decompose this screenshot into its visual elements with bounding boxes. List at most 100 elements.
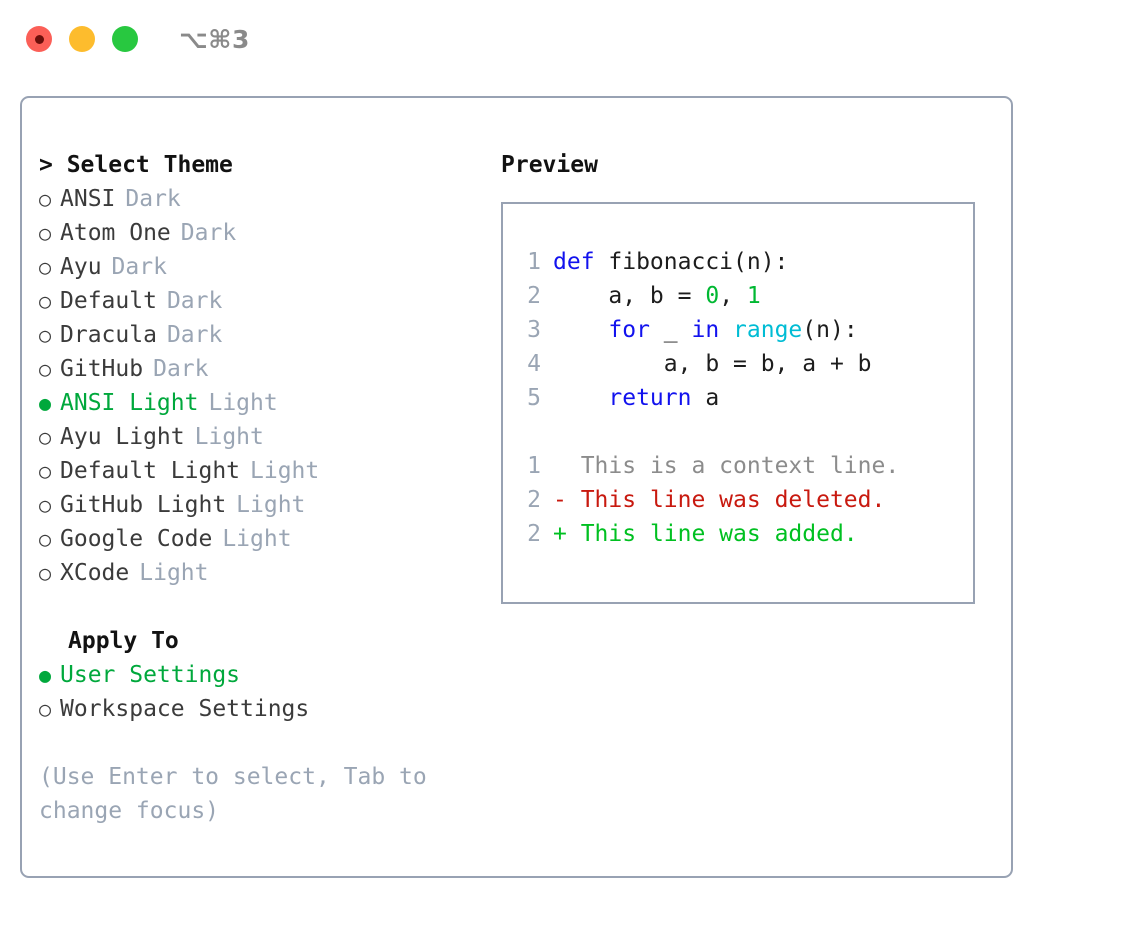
theme-variant: Light [250, 458, 320, 484]
apply-to-label: Workspace Settings [60, 696, 310, 722]
theme-name: Default Light [60, 458, 241, 484]
preview-code-box: 1 def fibonacci(n): 2 a, b = 0, 1 3 for … [501, 202, 975, 604]
content-panel: > Select Theme ○ ANSI Dark ○ Atom One Da… [20, 96, 1013, 878]
preview-heading: Preview [501, 152, 598, 178]
diff-text: This line was deleted. [580, 487, 886, 513]
window-titlebar: ⌥⌘3 [0, 0, 1140, 78]
theme-name: Ayu [60, 254, 102, 280]
select-theme-heading: > Select Theme [39, 152, 233, 178]
code-content: a, b = b, a + b [553, 347, 872, 381]
code-line: 1 def fibonacci(n): [515, 245, 967, 279]
radio-unselected-icon: ○ [39, 221, 52, 245]
list-item[interactable]: ○ GitHub Dark [39, 352, 489, 386]
theme-list: ○ ANSI Dark ○ Atom One Dark ○ Ayu Dark [39, 182, 489, 590]
list-item[interactable]: ○ Ayu Dark [39, 250, 489, 284]
close-button[interactable] [26, 26, 52, 52]
apply-to-heading: Apply To [68, 628, 179, 654]
token-keyword: return [608, 385, 692, 411]
recording-indicator-icon [34, 34, 44, 44]
token-plain: , [719, 283, 747, 309]
diff-line-added: 2 + This line was added. [515, 517, 967, 551]
code-line: 3 for _ in range(n): [515, 313, 967, 347]
code-line: 5 return a [515, 381, 967, 415]
list-item[interactable]: ○ Google Code Light [39, 522, 489, 556]
radio-unselected-icon: ○ [39, 459, 52, 483]
theme-variant: Dark [125, 186, 181, 212]
theme-name: ANSI [60, 186, 116, 212]
apply-to-item-user-settings[interactable]: ● User Settings [39, 658, 489, 692]
theme-variant: Light [194, 424, 264, 450]
diff-marker: - [553, 487, 581, 513]
theme-name: Google Code [60, 526, 213, 552]
list-item[interactable]: ○ Ayu Light Light [39, 420, 489, 454]
radio-unselected-icon: ○ [39, 527, 52, 551]
apply-to-list: ● User Settings ○ Workspace Settings [39, 658, 489, 726]
list-item[interactable]: ○ ANSI Dark [39, 182, 489, 216]
token-keyword: for [608, 317, 650, 343]
theme-variant: Dark [166, 288, 223, 314]
diff-text: This is a context line. [580, 453, 900, 479]
radio-selected-icon: ● [39, 391, 52, 415]
list-item[interactable]: ○ XCode Light [39, 556, 489, 590]
token-plain: _ [649, 317, 692, 343]
token-plain [553, 317, 608, 343]
radio-unselected-icon: ○ [39, 289, 52, 313]
token-plain [553, 385, 608, 411]
preview-column: Preview 1 def fibonacci(n): 2 a, b = 0, … [501, 148, 1001, 604]
theme-variant: Dark [166, 322, 223, 348]
token-plain: fibonacci(n): [594, 249, 789, 275]
window-controls [26, 26, 138, 52]
line-number: 4 [527, 351, 541, 377]
code-content: return a [553, 381, 719, 415]
radio-selected-icon: ● [39, 663, 52, 687]
list-item[interactable]: ○ Default Dark [39, 284, 489, 318]
radio-unselected-icon: ○ [39, 255, 52, 279]
code-line: 4 a, b = b, a + b [515, 347, 967, 381]
token-function: range [733, 317, 803, 343]
theme-picker-column: > Select Theme ○ ANSI Dark ○ Atom One Da… [39, 148, 489, 828]
theme-name: GitHub [60, 356, 144, 382]
radio-unselected-icon: ○ [39, 697, 52, 721]
token-plain: (n): [802, 317, 858, 343]
theme-variant: Dark [111, 254, 167, 280]
list-spacer [39, 590, 489, 624]
theme-variant: Dark [153, 356, 209, 382]
list-item[interactable]: ○ Atom One Dark [39, 216, 489, 250]
list-item[interactable]: ○ Dracula Dark [39, 318, 489, 352]
code-blank-line [515, 415, 967, 449]
code-content: a, b = 0, 1 [553, 279, 761, 313]
radio-unselected-icon: ○ [39, 425, 52, 449]
list-item[interactable]: ○ GitHub Light Light [39, 488, 489, 522]
theme-variant: Light [236, 492, 306, 518]
token-number: 1 [746, 283, 761, 309]
radio-unselected-icon: ○ [39, 493, 52, 517]
theme-variant: Dark [180, 220, 237, 246]
line-number: 2 [527, 521, 541, 547]
theme-name: XCode [60, 560, 130, 586]
diff-text: This line was added. [580, 521, 858, 547]
apply-to-item-workspace-settings[interactable]: ○ Workspace Settings [39, 692, 489, 726]
theme-name: ANSI Light [60, 390, 199, 416]
diff-line-deleted: 2 - This line was deleted. [515, 483, 967, 517]
line-number: 3 [527, 317, 541, 343]
theme-name: Ayu Light [60, 424, 185, 450]
radio-unselected-icon: ○ [39, 323, 52, 347]
token-keyword: in [691, 317, 720, 343]
apply-to-label: User Settings [60, 662, 241, 688]
list-item-selected[interactable]: ● ANSI Light Light [39, 386, 489, 420]
line-number: 5 [527, 385, 541, 411]
maximize-button[interactable] [112, 26, 138, 52]
theme-name: Dracula [60, 322, 157, 348]
list-item[interactable]: ○ Default Light Light [39, 454, 489, 488]
code-line: 2 a, b = 0, 1 [515, 279, 967, 313]
token-plain [719, 317, 733, 343]
diff-marker [553, 449, 581, 483]
minimize-button[interactable] [69, 26, 95, 52]
radio-unselected-icon: ○ [39, 187, 52, 211]
theme-variant: Light [208, 390, 278, 416]
theme-variant: Light [139, 560, 209, 586]
code-content: def fibonacci(n): [553, 245, 788, 279]
line-number: 2 [527, 283, 541, 309]
token-plain: a, b = b, a + b [553, 351, 872, 377]
